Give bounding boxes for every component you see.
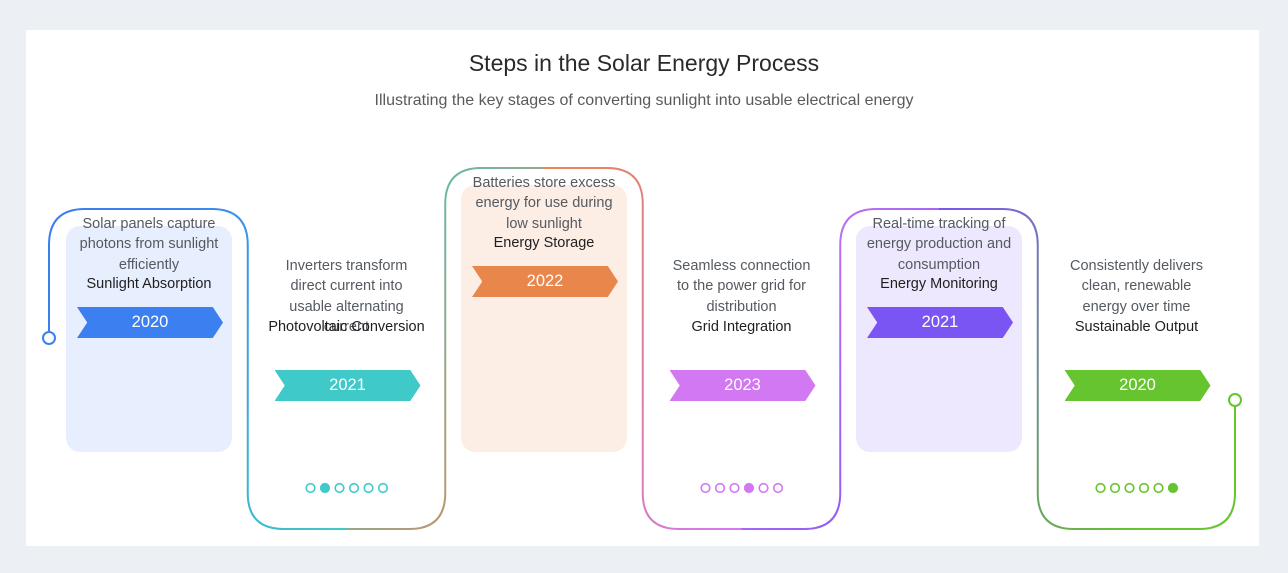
diagram-subtitle: Illustrating the key stages of convertin… bbox=[374, 92, 914, 109]
progress-dot bbox=[758, 482, 769, 494]
step-description: Real-time tracking of energy production … bbox=[866, 216, 1012, 273]
progress-dot bbox=[1153, 482, 1164, 494]
step-label: Energy Monitoring bbox=[880, 276, 998, 292]
progress-dot bbox=[1095, 482, 1106, 494]
progress-dot bbox=[377, 482, 389, 494]
progress-dot bbox=[1138, 482, 1150, 494]
connector-segment bbox=[149, 208, 347, 530]
connector-end bbox=[1136, 407, 1236, 530]
step-description: Inverters transform direct current into … bbox=[285, 258, 408, 335]
step-description: Batteries store excess energy for use du… bbox=[472, 175, 616, 232]
connector-segment bbox=[346, 167, 544, 530]
step-label: Sunlight Absorption bbox=[86, 276, 212, 292]
step-description: Consistently delivers clean, renewable e… bbox=[1070, 258, 1203, 315]
step-description: Solar panels capture photons from sunlig… bbox=[79, 216, 219, 273]
step-year-badge: 2023 bbox=[669, 370, 816, 401]
progress-dot bbox=[1124, 482, 1135, 494]
step-year-badge: 2021 bbox=[274, 370, 421, 401]
step-year-badge: 2021 bbox=[867, 307, 1013, 338]
progress-dot-active bbox=[319, 482, 331, 494]
step-panel bbox=[856, 226, 1022, 452]
step-label: Grid Integration bbox=[691, 319, 792, 335]
step-panel bbox=[461, 185, 627, 452]
step-description: Seamless connection to the power grid fo… bbox=[672, 258, 811, 315]
progress-dot bbox=[700, 482, 711, 494]
connector-start bbox=[48, 208, 149, 331]
progress-dot bbox=[729, 482, 740, 494]
step-panel bbox=[66, 226, 232, 452]
progress-dot bbox=[714, 482, 726, 494]
progress-dot bbox=[348, 482, 360, 494]
progress-dot bbox=[363, 482, 374, 494]
step-year-badge: 2022 bbox=[472, 266, 618, 297]
diagram-title: Steps in the Solar Energy Process bbox=[468, 50, 820, 76]
connector-segment bbox=[939, 208, 1137, 530]
step-year-badge: 2020 bbox=[1064, 370, 1211, 401]
progress-dot bbox=[334, 482, 345, 494]
progress-dot-active bbox=[1167, 482, 1179, 494]
step-label: Photovoltaic Conversion bbox=[268, 319, 425, 335]
connector-segment bbox=[741, 208, 939, 530]
step-label: Sustainable Output bbox=[1074, 319, 1199, 335]
progress-dot bbox=[1109, 482, 1121, 494]
start-marker bbox=[42, 331, 56, 345]
connector-segment bbox=[544, 167, 742, 530]
progress-dot-active bbox=[743, 482, 755, 494]
end-marker bbox=[1228, 393, 1242, 407]
step-year-badge: 2020 bbox=[77, 307, 223, 338]
progress-dot bbox=[772, 482, 784, 494]
progress-dot bbox=[305, 482, 316, 494]
step-label: Energy Storage bbox=[493, 235, 595, 251]
